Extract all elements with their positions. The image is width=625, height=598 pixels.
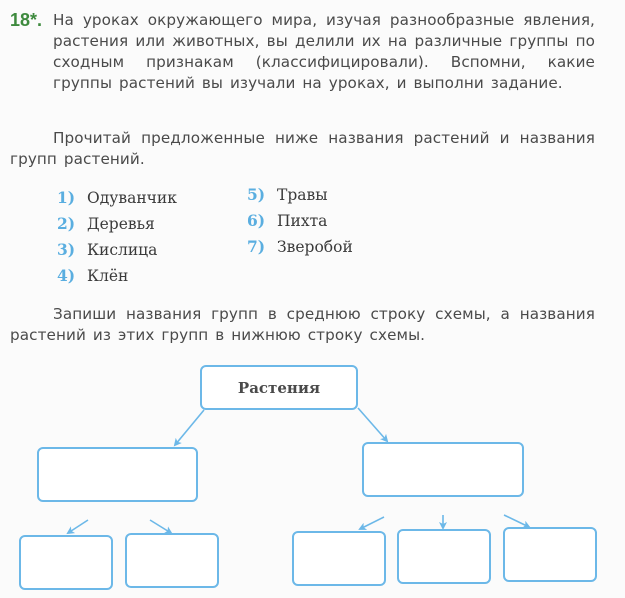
list-item-number: 6) — [247, 211, 266, 230]
list-item: 4) Клён — [57, 263, 177, 289]
arrow-right-group-to-plant-1 — [358, 516, 385, 530]
list-item-text: Пихта — [277, 212, 328, 230]
list-item: 7) Зверобой — [247, 234, 353, 260]
list-item-number: 4) — [57, 266, 76, 285]
scheme-plant-box-left-2[interactable] — [125, 533, 219, 588]
list-item-text: Зверобой — [277, 238, 353, 256]
arrow-root-to-left-group — [173, 409, 205, 447]
arrow-left-group-to-plant-2 — [149, 519, 173, 535]
scheme-root-label: Растения — [237, 378, 321, 397]
list-item-text: Одуванчик — [87, 189, 177, 207]
list-item: 6) Пихта — [247, 208, 353, 234]
list-item-number: 5) — [247, 185, 266, 204]
list-item-number: 3) — [57, 240, 76, 259]
scheme-root-box: Растения — [200, 365, 358, 410]
list-item-text: Кислица — [87, 241, 158, 259]
scheme-plant-box-right-3[interactable] — [503, 527, 597, 582]
list-item: 2) Деревья — [57, 211, 177, 237]
read-instruction: Прочитай предложенные ниже названия раст… — [10, 129, 595, 168]
list-item-number: 1) — [57, 188, 76, 207]
list-item: 5) Травы — [247, 182, 353, 208]
list-item: 1) Одуванчик — [57, 185, 177, 211]
list-item-text: Травы — [277, 186, 328, 204]
list-item-text: Клён — [87, 267, 129, 285]
write-instruction: Запиши названия групп в среднюю строку с… — [10, 305, 595, 344]
arrow-left-group-to-plant-1 — [66, 519, 89, 535]
arrow-right-group-to-plant-3 — [503, 514, 531, 529]
scheme-group-box-left[interactable] — [37, 447, 198, 502]
list-item-text: Деревья — [87, 215, 155, 233]
list-item-number: 2) — [57, 214, 76, 233]
scheme-plant-box-right-2[interactable] — [397, 529, 491, 584]
plant-list-column-2: 5) Травы 6) Пихта 7) Зверобой — [247, 182, 353, 260]
arrow-root-to-right-group — [357, 407, 389, 443]
task-intro-text: На уроках окружающего мира, изучая разно… — [53, 11, 595, 92]
scheme-plant-box-left-1[interactable] — [19, 535, 113, 590]
list-item-number: 7) — [247, 237, 266, 256]
task-number: 18*. — [10, 10, 43, 30]
list-item: 3) Кислица — [57, 237, 177, 263]
scheme-plant-box-right-1[interactable] — [292, 531, 386, 586]
plant-list-column-1: 1) Одуванчик 2) Деревья 3) Кислица 4) Клён — [57, 185, 177, 289]
scheme-group-box-right[interactable] — [362, 442, 524, 497]
